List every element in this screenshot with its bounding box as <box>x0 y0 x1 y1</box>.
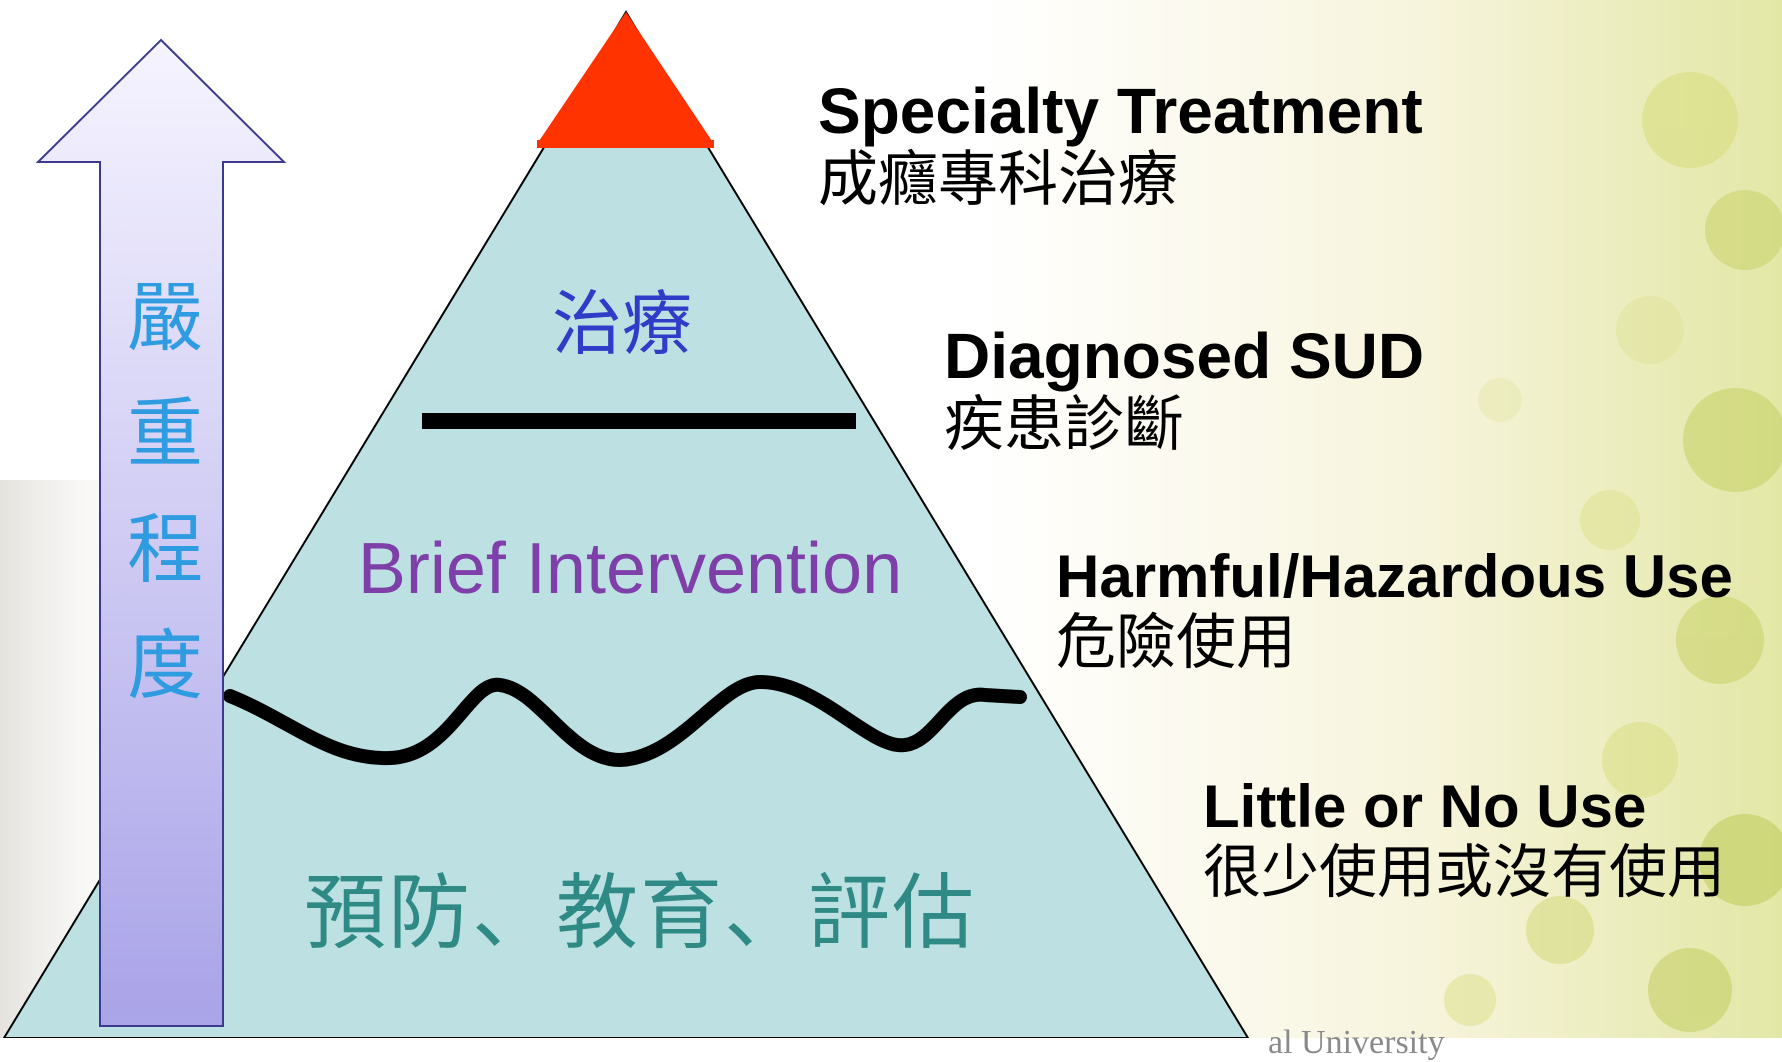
pyramid <box>2 10 1250 1038</box>
pyramid-apex-red <box>537 12 714 144</box>
diagram-canvas <box>0 0 1782 1038</box>
level-english-label: Diagnosed SUD <box>944 320 1425 392</box>
level-english-label: Harmful/Hazardous Use <box>1056 543 1733 610</box>
pyramid-top-layer-label: 治療 <box>552 283 692 365</box>
level-chinese-label: 危險使用 <box>1056 608 1296 678</box>
level-diagnosed-sud: Diagnosed SUD 疾患診斷 <box>944 320 1425 461</box>
pyramid-base-layer-label: 預防、教育、評估 <box>303 866 976 961</box>
level-harmful-hazardous-use: Harmful/Hazardous Use 危險使用 <box>1056 545 1733 675</box>
severity-up-arrow <box>35 38 287 1027</box>
level-little-or-no-use: Little or No Use 很少使用或沒有使用 <box>1203 775 1725 903</box>
pyramid-middle-layer-label: Brief Intervention <box>357 529 903 609</box>
severity-label: 嚴 重 程 度 <box>120 260 210 724</box>
severity-char: 程 <box>127 505 203 594</box>
level-english-label: Specialty Treatment <box>818 75 1423 147</box>
severity-char: 重 <box>127 389 203 478</box>
severity-char: 度 <box>127 621 203 710</box>
level-english-label: Little or No Use <box>1203 773 1647 840</box>
university-watermark: al University <box>1268 1024 1445 1061</box>
level-chinese-label: 疾患診斷 <box>944 390 1184 461</box>
background-flowers <box>1444 72 1782 1032</box>
level-specialty-treatment: Specialty Treatment 成癮專科治療 <box>818 75 1423 216</box>
wavy-divider-line <box>223 675 1027 767</box>
level-chinese-label: 成癮專科治療 <box>818 145 1178 216</box>
severity-char: 嚴 <box>127 273 203 362</box>
level-chinese-label: 很少使用或沒有使用 <box>1203 838 1726 906</box>
